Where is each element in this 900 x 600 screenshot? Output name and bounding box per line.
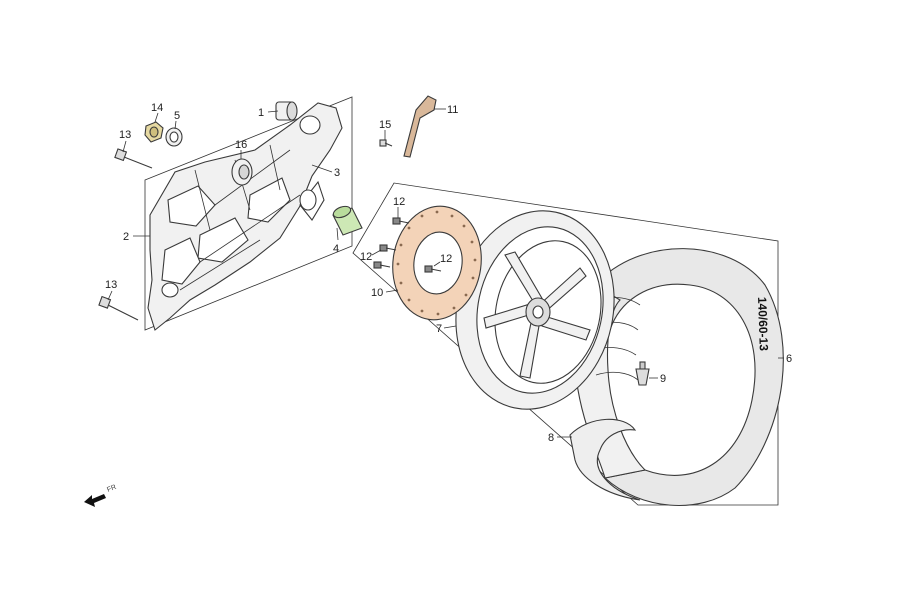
bracket — [403, 95, 437, 158]
arrow-left-icon — [84, 494, 106, 507]
front-direction-indicator: FR — [84, 484, 117, 507]
brake-disc — [392, 205, 482, 321]
small-bolt — [379, 139, 393, 147]
swingarm-group-frame — [144, 96, 353, 331]
bushing — [275, 101, 298, 121]
callout-3: 3 — [334, 167, 340, 179]
disc-bolt-2 — [379, 244, 397, 252]
callout-12b: 12 — [360, 251, 372, 263]
collar-spacer — [332, 205, 363, 236]
rim-band — [569, 418, 641, 501]
bolt-lower — [98, 295, 139, 321]
bolt-upper — [114, 148, 153, 169]
disc-bolt-4 — [424, 265, 442, 273]
callout-16: 16 — [235, 139, 247, 151]
callout-13b: 13 — [105, 279, 117, 291]
callout-6: 6 — [786, 353, 792, 365]
callout-5: 5 — [174, 110, 180, 122]
callout-9: 9 — [660, 373, 666, 385]
callout-12a: 12 — [393, 196, 405, 208]
leader-lines — [107, 108, 784, 438]
callout-15: 15 — [379, 119, 391, 131]
disc-bolt-1 — [392, 217, 410, 225]
wheel-rim — [455, 210, 615, 410]
bearing — [231, 158, 253, 186]
callout-12c: 12 — [440, 253, 452, 265]
callout-4: 4 — [333, 243, 339, 255]
callout-14: 14 — [151, 102, 163, 114]
disc-bolt-3 — [373, 261, 391, 269]
tire-size-marking: 140/60-13 — [755, 297, 771, 352]
callout-11: 11 — [447, 104, 458, 116]
callout-7: 7 — [436, 323, 442, 335]
callout-10: 10 — [371, 287, 383, 299]
callout-8: 8 — [548, 432, 554, 444]
direction-label: FR — [106, 484, 117, 494]
callout-13a: 13 — [119, 129, 131, 141]
callout-2: 2 — [123, 231, 129, 243]
swingarm-body — [147, 102, 343, 331]
washer — [165, 127, 183, 147]
nut — [144, 121, 164, 143]
callout-1: 1 — [258, 107, 264, 119]
tire-valve — [635, 361, 650, 386]
